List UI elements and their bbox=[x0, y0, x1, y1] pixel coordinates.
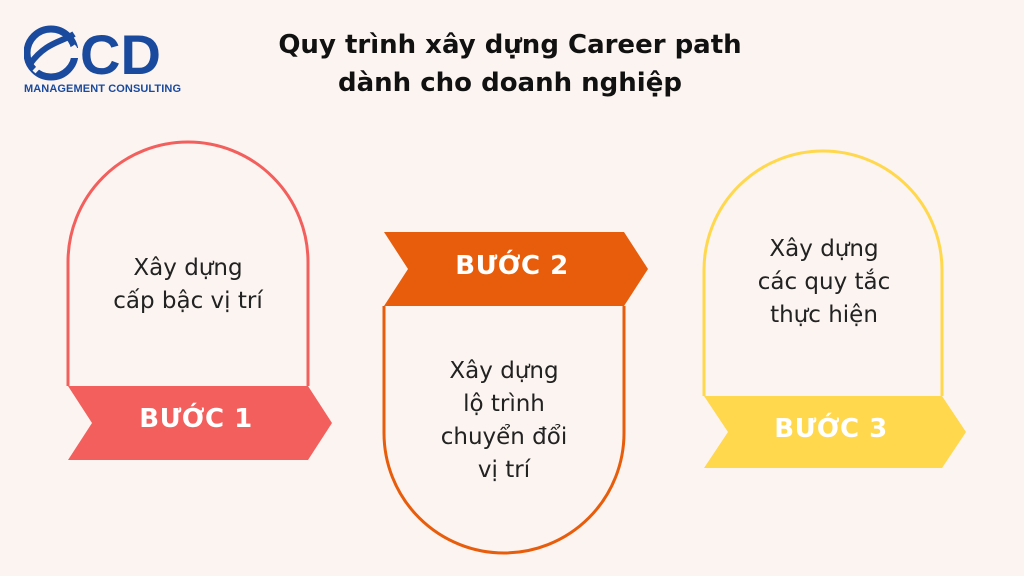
step-1-description: Xây dựng cấp bậc vị trí bbox=[68, 252, 308, 318]
step-2-label: BƯỚC 2 bbox=[455, 251, 569, 281]
step-1-label: BƯỚC 1 bbox=[139, 404, 253, 434]
step-2-line: vị trí bbox=[477, 457, 531, 483]
step-3-line: Xây dựng bbox=[769, 236, 879, 262]
title-line-1: Quy trình xây dựng Career path bbox=[278, 30, 742, 60]
step-2-line: chuyển đổi bbox=[440, 424, 568, 450]
step-1-line: cấp bậc vị trí bbox=[113, 288, 263, 314]
page-title: Quy trình xây dựng Career path dành cho … bbox=[210, 26, 810, 102]
title-line-2: dành cho doanh nghiệp bbox=[338, 68, 682, 98]
step-2-line: Xây dựng bbox=[449, 358, 559, 384]
step-2-line: lộ trình bbox=[463, 391, 545, 417]
step-1-card bbox=[66, 140, 310, 386]
step-3-label: BƯỚC 3 bbox=[774, 414, 888, 444]
step-3-line: thực hiện bbox=[770, 302, 878, 328]
step-1-banner bbox=[68, 386, 332, 460]
step-2-description: Xây dựng lộ trình chuyển đổi vị trí bbox=[384, 355, 624, 487]
logo-subtitle: MANAGEMENT CONSULTING bbox=[24, 83, 182, 95]
step-3-line: các quy tắc bbox=[757, 269, 891, 295]
swirl-globe-icon bbox=[24, 25, 82, 81]
step-3-banner bbox=[704, 396, 966, 468]
step-1-line: Xây dựng bbox=[133, 255, 243, 281]
step-3-card bbox=[702, 149, 944, 396]
logo-letters: CD bbox=[80, 24, 161, 82]
step-3-description: Xây dựng các quy tắc thực hiện bbox=[704, 233, 944, 332]
step-2-banner bbox=[384, 232, 648, 306]
step-2-card bbox=[382, 306, 626, 555]
logo-mark: CD bbox=[24, 24, 161, 82]
company-logo: CD MANAGEMENT CONSULTING bbox=[24, 24, 184, 100]
